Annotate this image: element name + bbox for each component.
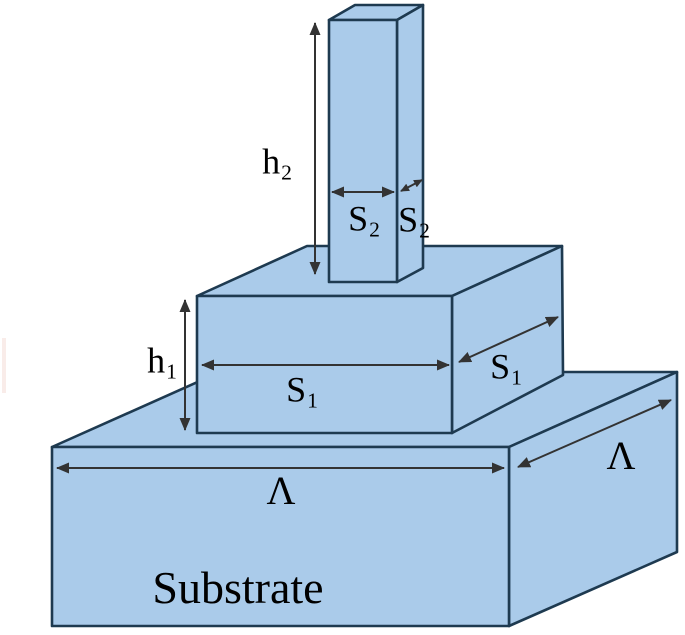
- s2-side-label: S2: [398, 201, 430, 242]
- s1-front-label-sub: 1: [307, 388, 318, 413]
- s1-side-depth-arrow: [458, 316, 559, 363]
- lambda-front-label-main: Λ: [266, 468, 296, 513]
- s2-front-label-main: S: [348, 198, 369, 239]
- s1-front-label-main: S: [286, 369, 307, 410]
- s1-side-label: S1: [490, 348, 522, 389]
- s2-front-label-sub: 2: [369, 217, 380, 242]
- pillar-front-face: [327, 18, 399, 284]
- edge-scan-artifact: [2, 338, 6, 393]
- substrate-label-text: Substrate: [152, 562, 324, 613]
- s1-front-label: S1: [286, 371, 318, 412]
- h1-label-main: h: [147, 340, 166, 381]
- lambda-front-label: Λ: [266, 471, 295, 511]
- h2-label-main: h: [262, 141, 281, 182]
- s2-side-depth-arrow: [400, 179, 423, 192]
- substrate-front-face: [50, 445, 511, 628]
- s1-side-label-main: S: [490, 346, 511, 387]
- s1-side-label-sub: 1: [511, 365, 522, 390]
- h1-label: h1: [147, 342, 177, 383]
- lambda-side-label: Λ: [606, 436, 635, 476]
- s2-side-label-sub: 2: [419, 218, 430, 243]
- lambda-side-label-main: Λ: [606, 433, 636, 478]
- s2-side-label-main: S: [398, 199, 419, 240]
- h1-label-sub: 1: [166, 359, 177, 384]
- lambda-side-depth-arrow: [517, 399, 672, 468]
- h2-label: h2: [262, 143, 292, 184]
- s2-front-label: S2: [348, 200, 380, 241]
- substrate-label: Substrate: [152, 565, 323, 611]
- h2-label-sub: 2: [281, 160, 292, 185]
